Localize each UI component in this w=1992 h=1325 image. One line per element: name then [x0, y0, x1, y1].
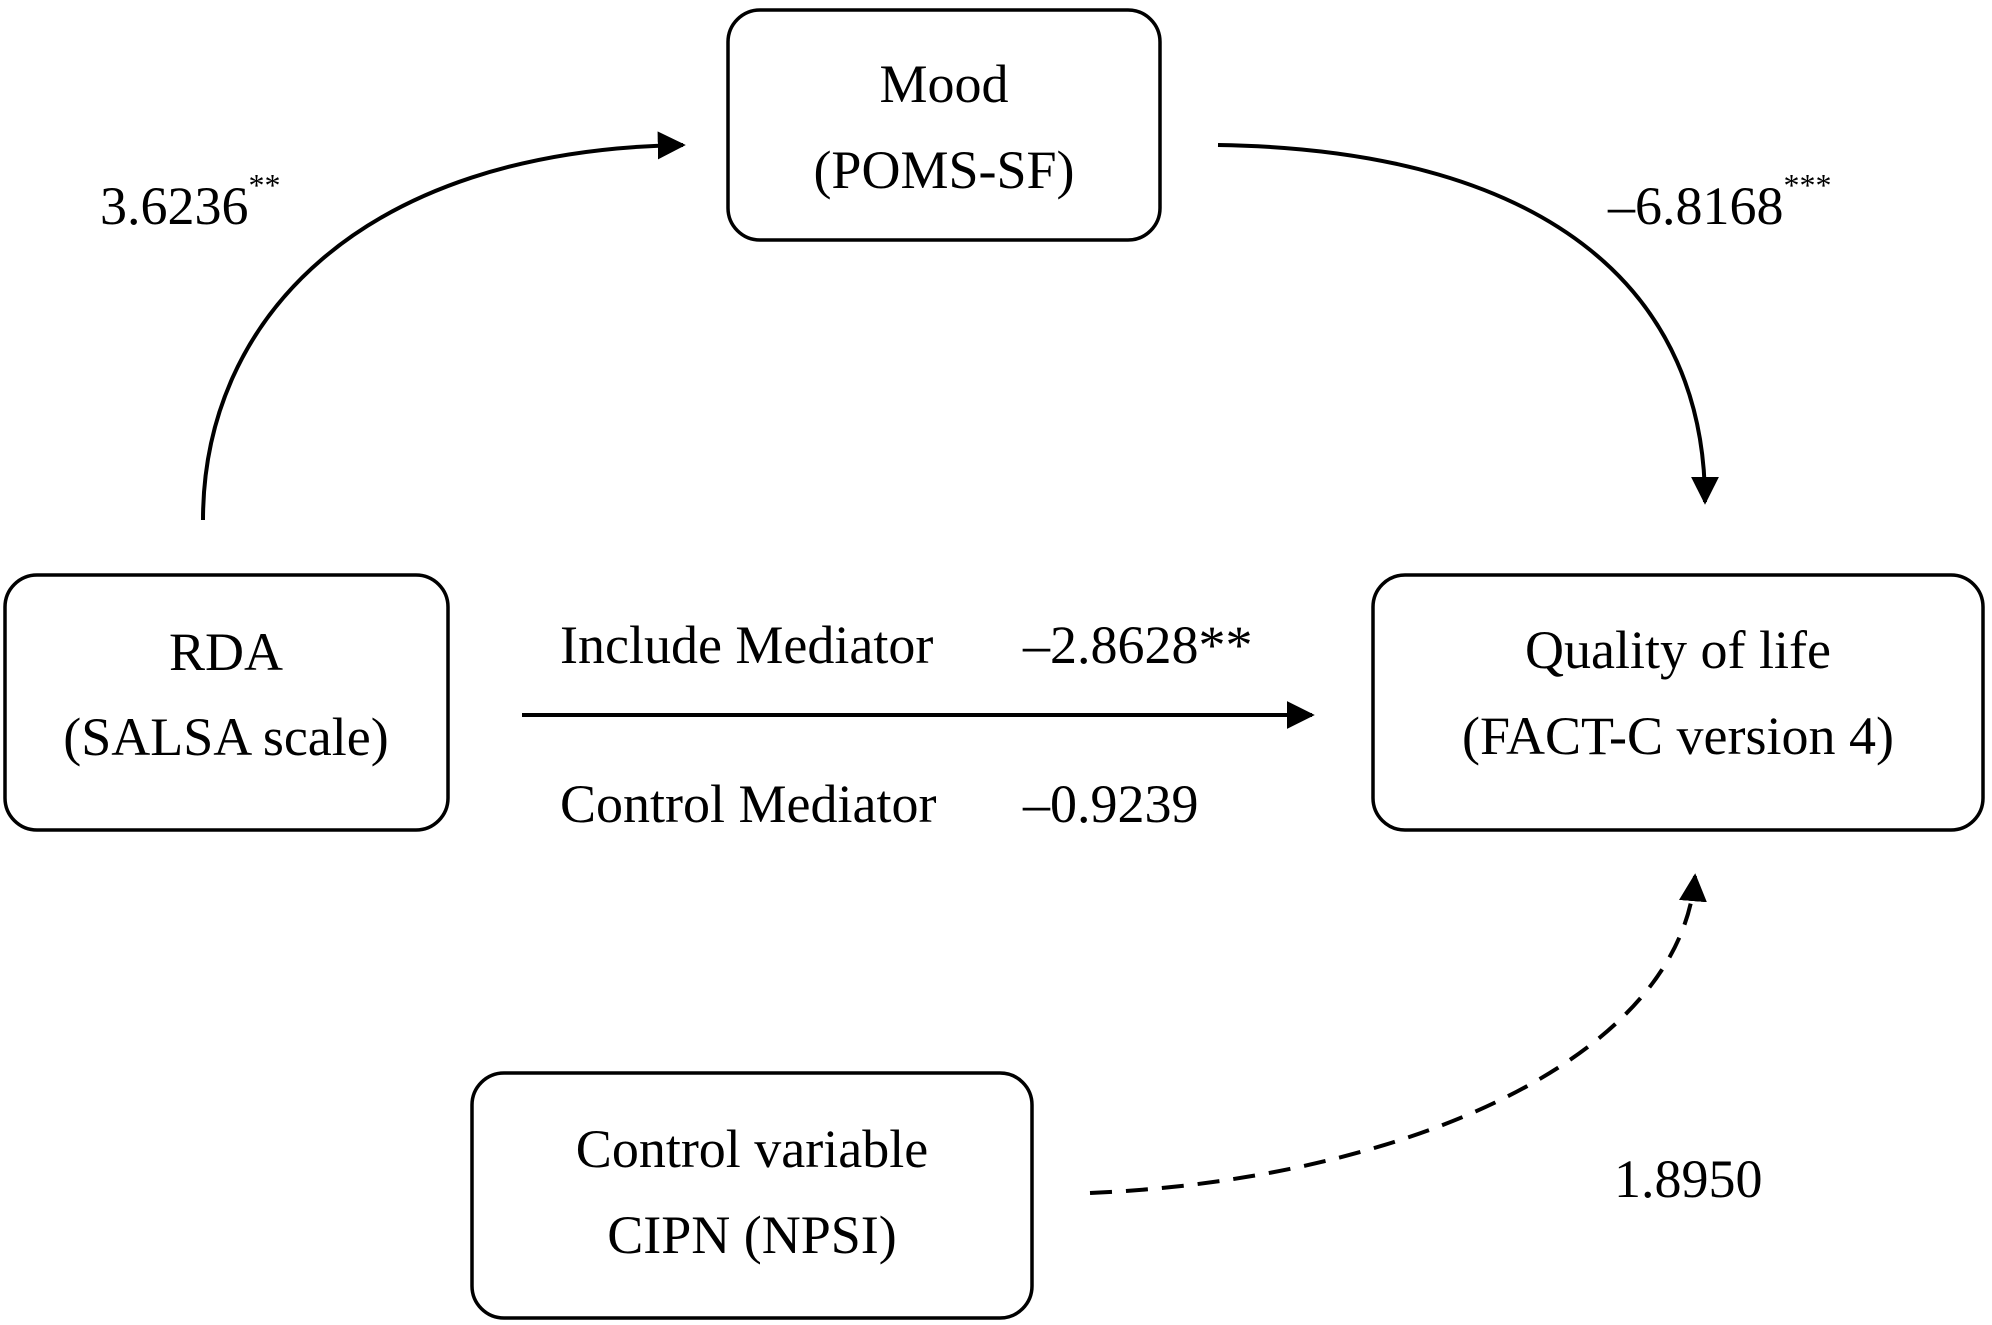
qol-label: Quality of life	[1525, 620, 1831, 680]
coef-mood-to-qol-value: –6.8168	[1607, 176, 1784, 236]
coef-mood-to-qol: –6.8168***	[1607, 167, 1832, 236]
mood-scale-label: (POMS-SF)	[813, 140, 1074, 200]
arrow-control-to-qol	[1089, 873, 1707, 1195]
rda-label: RDA	[169, 622, 283, 682]
control-mediator-label: Control Mediator	[560, 774, 936, 834]
include-mediator-value: –2.8628**	[1022, 615, 1253, 675]
mood-box	[726, 8, 1162, 242]
rda-scale-label: (SALSA scale)	[63, 707, 388, 767]
qol-node: Quality of life (FACT-C version 4)	[1371, 573, 1985, 832]
control-node: Control variable CIPN (NPSI)	[470, 1071, 1034, 1320]
coef-rda-to-mood-value: 3.6236	[100, 176, 249, 236]
mood-label: Mood	[879, 54, 1008, 114]
coef-mood-to-qol-significance: ***	[1784, 167, 1832, 203]
arrow-rda-to-mood	[201, 131, 686, 521]
control-mediator-value: –0.9239	[1022, 774, 1199, 834]
qol-scale-label: (FACT-C version 4)	[1462, 706, 1894, 766]
control-box	[470, 1071, 1034, 1320]
arrow-mood-to-qol	[1217, 143, 1719, 505]
mood-node: Mood (POMS-SF)	[726, 8, 1162, 242]
control-scale-label: CIPN (NPSI)	[607, 1205, 897, 1265]
coef-control-to-qol: 1.8950	[1614, 1149, 1763, 1209]
rda-box	[3, 573, 450, 832]
qol-box	[1371, 573, 1985, 832]
include-mediator-label: Include Mediator	[560, 615, 933, 675]
coef-rda-to-mood: 3.6236**	[100, 167, 281, 236]
rda-node: RDA (SALSA scale)	[3, 573, 450, 832]
coef-rda-to-mood-significance: **	[249, 167, 281, 203]
control-label: Control variable	[576, 1119, 928, 1179]
